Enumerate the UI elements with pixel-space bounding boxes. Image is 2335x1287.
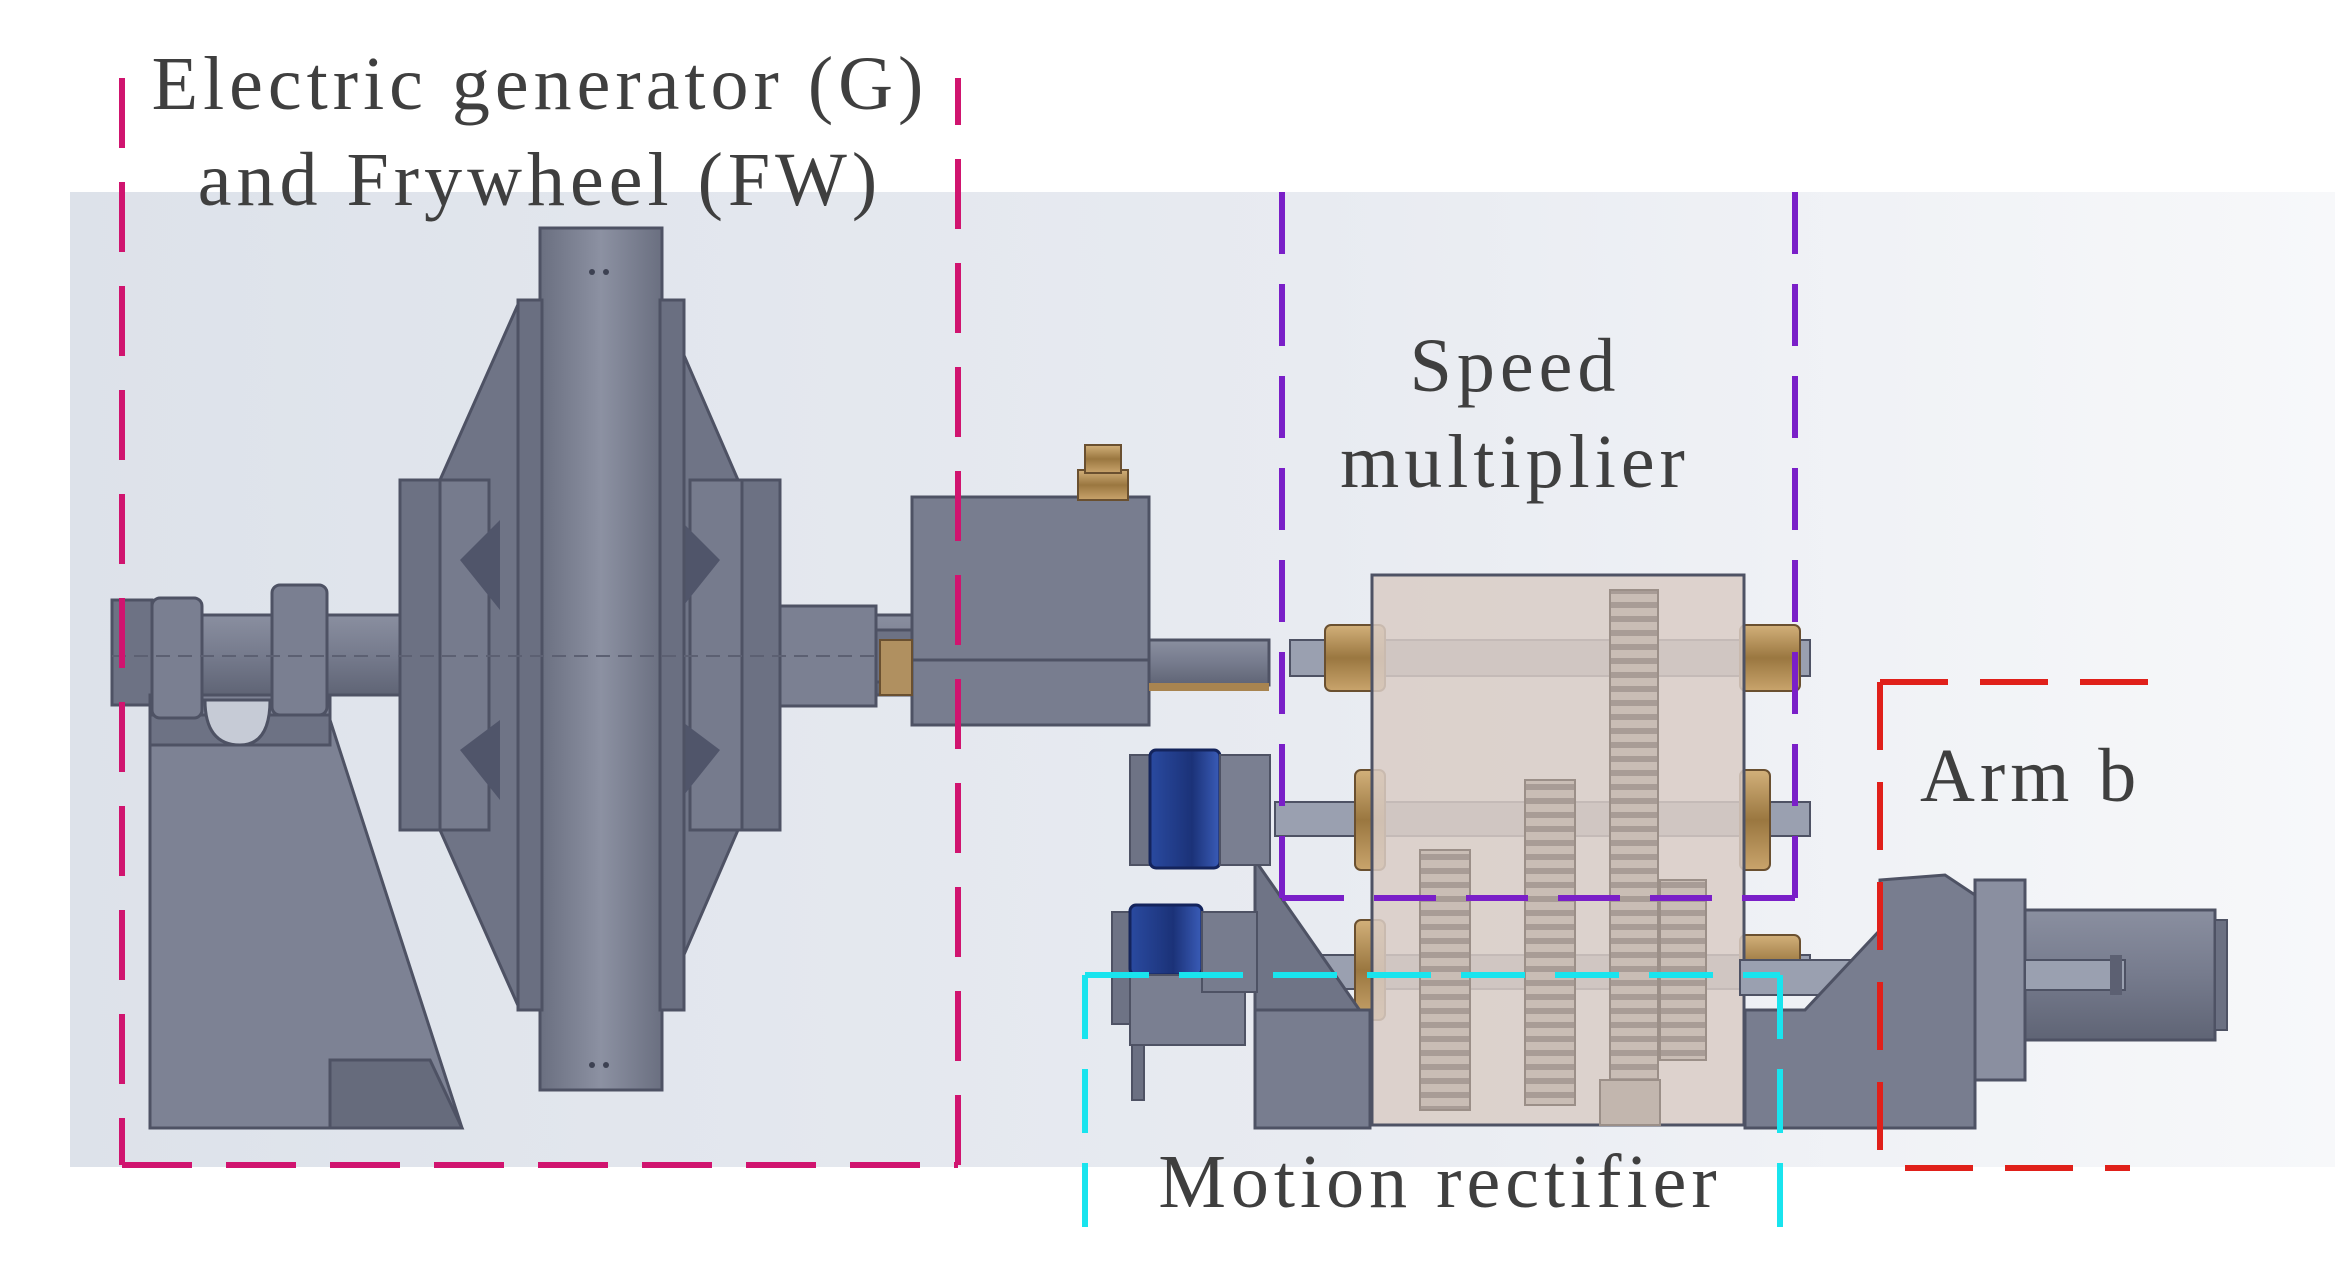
motion-rectifier-label: Motion rectifier bbox=[1158, 1140, 1722, 1224]
arm-label: Arm b bbox=[1920, 734, 2142, 818]
flywheel-icon bbox=[110, 226, 944, 1130]
generator-label-line2: and Frywheel (FW) bbox=[197, 138, 883, 222]
arm-region-box bbox=[1877, 679, 2180, 1171]
speed-multiplier-region-box bbox=[1279, 192, 1798, 901]
speed-multiplier-label: Speed multiplier bbox=[1290, 318, 1740, 510]
speed-label-line1: Speed bbox=[1409, 324, 1621, 408]
generator-label: Electric generator (G) and Frywheel (FW) bbox=[100, 36, 980, 228]
actuator-icon bbox=[1739, 873, 2228, 1130]
coupling-icon bbox=[879, 444, 1271, 727]
generator-label-line1: Electric generator (G) bbox=[151, 42, 929, 126]
speed-label-line2: multiplier bbox=[1340, 420, 1690, 504]
motor-icon bbox=[1111, 748, 1271, 1101]
motion-rectifier-region-box bbox=[1082, 972, 1783, 1240]
generator-region-box bbox=[119, 78, 961, 1168]
